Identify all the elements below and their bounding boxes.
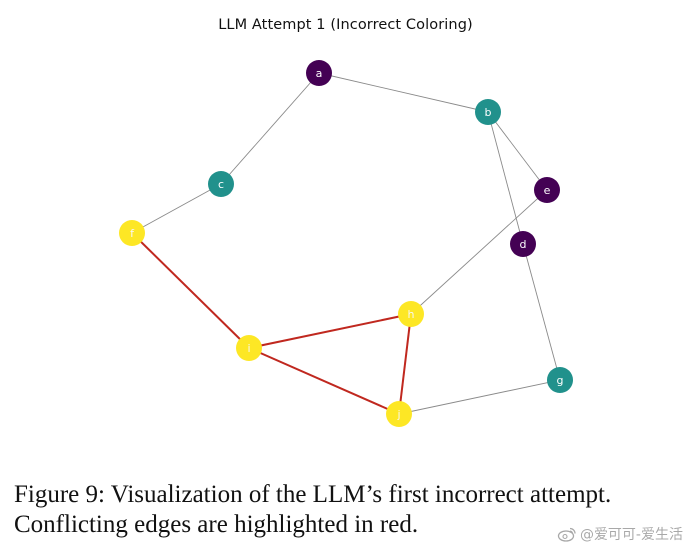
node-d: d (510, 231, 536, 257)
edge-a-b (318, 72, 489, 113)
node-b: b (475, 99, 501, 125)
node-circle-b (475, 99, 501, 125)
node-f: f (119, 220, 145, 246)
node-label-i: i (247, 342, 250, 355)
figure-caption: Figure 9: Visualization of the LLM’s fir… (14, 480, 684, 540)
node-e: e (534, 177, 560, 203)
node-label-g: g (557, 374, 564, 387)
node-label-j: j (396, 408, 400, 421)
conflict-edge-f-i (131, 232, 250, 349)
node-label-c: c (218, 178, 224, 191)
graph-diagram: a b c d e f g h i j (119, 60, 573, 427)
node-a: a (306, 60, 332, 86)
node-label-b: b (485, 106, 492, 119)
node-circle-g (547, 367, 573, 393)
edge-e-h (410, 189, 548, 315)
node-label-f: f (130, 227, 135, 240)
node-circle-e (534, 177, 560, 203)
node-label-h: h (408, 308, 415, 321)
node-j: j (386, 401, 412, 427)
nodes-layer: a b c d e f g h i j (119, 60, 573, 427)
figure-title: LLM Attempt 1 (Incorrect Coloring) (218, 17, 473, 33)
caption-line-1: Figure 9: Visualization of the LLM’s fir… (14, 481, 612, 508)
node-g: g (547, 367, 573, 393)
node-c: c (208, 171, 234, 197)
conflict-edge-h-j (398, 313, 412, 415)
node-circle-a (306, 60, 332, 86)
edge-b-e (487, 111, 548, 191)
node-label-d: d (520, 238, 527, 251)
edge-d-g (522, 243, 561, 381)
node-circle-c (208, 171, 234, 197)
node-h: h (398, 301, 424, 327)
edges-layer (131, 72, 561, 415)
node-label-e: e (544, 184, 551, 197)
conflict-edge-i-j (248, 347, 400, 415)
node-label-a: a (316, 67, 323, 80)
weibo-icon (557, 526, 577, 542)
edge-b-d (487, 111, 524, 245)
node-circle-h (398, 301, 424, 327)
conflict-edge-i-h (248, 313, 412, 349)
node-i: i (236, 335, 262, 361)
edge-a-c (220, 72, 320, 185)
edge-g-j (398, 379, 561, 415)
watermark-text: @爱可可-爱生活 (579, 527, 683, 543)
node-circle-d (510, 231, 536, 257)
node-circle-f (119, 220, 145, 246)
node-circle-i (236, 335, 262, 361)
node-circle-j (386, 401, 412, 427)
edge-c-f (131, 183, 222, 234)
caption-line-2: Conflicting edges are highlighted in red… (14, 511, 419, 538)
watermark: @爱可可-爱生活 (557, 524, 683, 544)
